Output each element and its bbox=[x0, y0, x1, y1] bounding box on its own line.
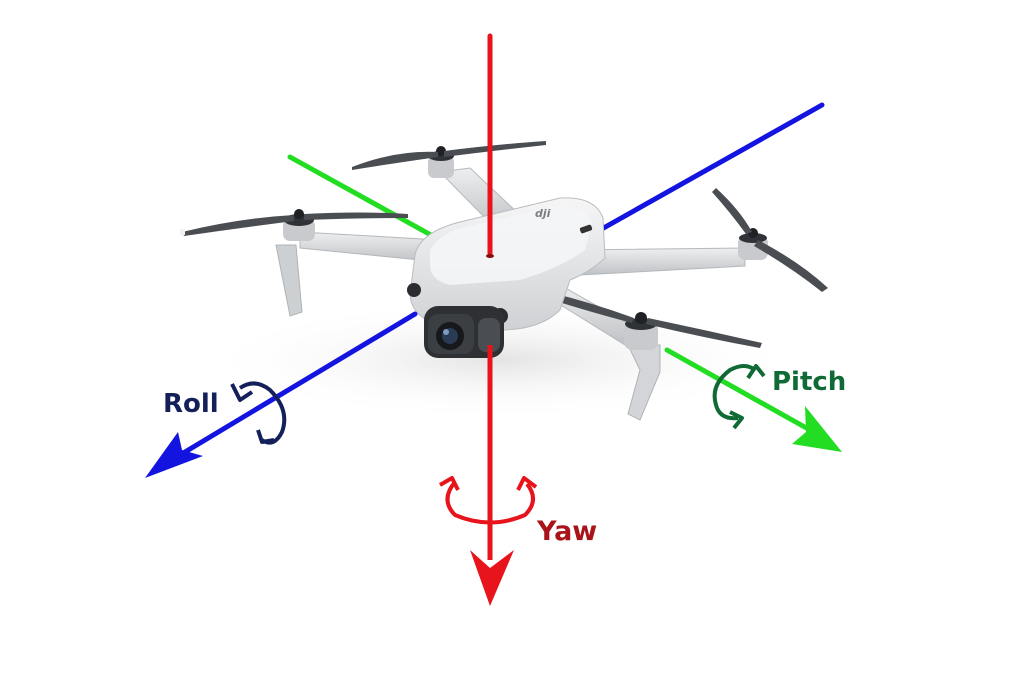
yaw-arrowhead bbox=[470, 550, 514, 606]
propeller-rear-left bbox=[352, 141, 546, 170]
motor-right bbox=[738, 228, 768, 260]
pitch-axis bbox=[664, 347, 842, 452]
roll-axis-back bbox=[597, 102, 825, 233]
drone: dji bbox=[180, 141, 828, 421]
pitch-rotation-icon bbox=[712, 364, 766, 430]
yaw-label: Yaw bbox=[536, 516, 597, 547]
roll-arrowhead bbox=[145, 432, 203, 478]
roll-label: Roll bbox=[163, 389, 219, 419]
propeller-left bbox=[180, 212, 408, 236]
gimbal-camera bbox=[424, 306, 504, 358]
roll-rotation-icon bbox=[230, 381, 287, 445]
pitch-arrowhead bbox=[792, 406, 842, 452]
motor-front-right bbox=[624, 312, 658, 350]
roll-axis bbox=[145, 311, 418, 478]
dji-logo: dji bbox=[535, 207, 551, 220]
pitch-axis-back bbox=[287, 154, 443, 243]
motor-rear-left bbox=[428, 146, 454, 178]
yaw-rotation-icon bbox=[438, 476, 538, 525]
front-sensor-left bbox=[407, 283, 421, 297]
propeller-front-right bbox=[546, 292, 762, 348]
pitch-label: Pitch bbox=[772, 367, 846, 397]
propeller-right bbox=[712, 188, 828, 292]
